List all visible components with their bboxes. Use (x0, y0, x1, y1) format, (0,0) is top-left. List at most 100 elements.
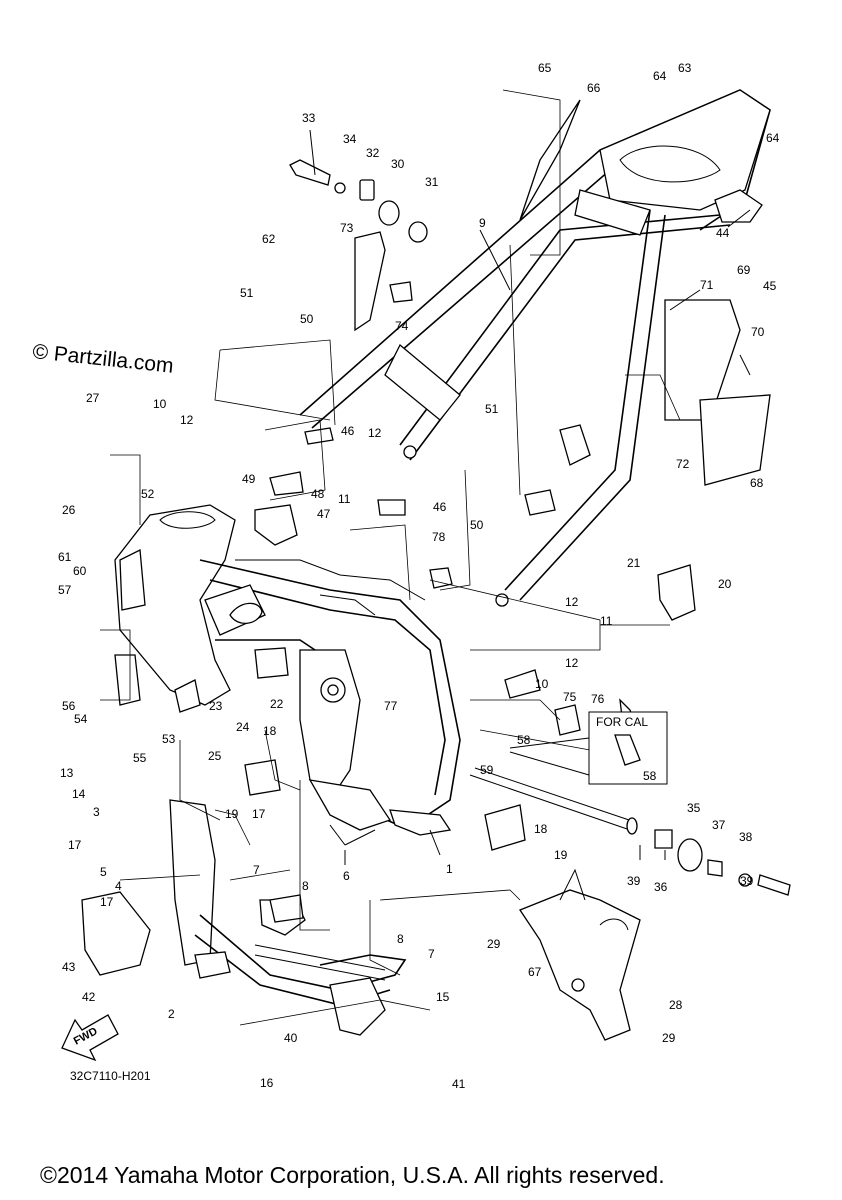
part-callout-57: 57 (58, 583, 72, 597)
part-callout-33: 33 (302, 111, 316, 125)
part-callout-4: 4 (115, 879, 122, 893)
part-callout-34: 34 (343, 132, 357, 146)
part-callout-32: 32 (366, 146, 380, 160)
part-callout-15: 15 (436, 990, 450, 1004)
part-callout-10: 10 (153, 397, 167, 411)
part-callout-6: 6 (343, 869, 350, 883)
part-callout-44: 44 (716, 226, 730, 240)
part-callout-24: 24 (236, 720, 250, 734)
part-callout-60: 60 (73, 564, 87, 578)
part-callout-46: 46 (341, 424, 355, 438)
part-callout-14: 14 (72, 787, 86, 801)
part-callout-12: 12 (565, 595, 579, 609)
part-callout-30: 30 (391, 157, 405, 171)
part-callout-64: 64 (653, 69, 667, 83)
part-callout-42: 42 (82, 990, 96, 1004)
part-callout-29: 29 (662, 1031, 676, 1045)
main-frame-drawing (114, 504, 461, 836)
part-callout-17: 17 (68, 838, 82, 852)
part-callout-3: 3 (93, 805, 100, 819)
part-callout-73: 73 (340, 221, 354, 235)
part-callout-8: 8 (302, 879, 309, 893)
part-callout-51: 51 (240, 286, 254, 300)
part-callout-77: 77 (384, 699, 398, 713)
part-callout-13: 13 (60, 766, 74, 780)
part-callout-23: 23 (209, 699, 223, 713)
part-callout-69: 69 (737, 263, 751, 277)
part-callout-41: 41 (452, 1077, 466, 1091)
part-callout-1: 1 (446, 862, 453, 876)
part-callout-49: 49 (242, 472, 256, 486)
part-callout-40: 40 (284, 1031, 298, 1045)
for-cal-part-number: 58 (643, 769, 657, 783)
part-callout-25: 25 (208, 749, 222, 763)
part-callout-9: 9 (479, 216, 486, 230)
for-cal-box: FOR CAL 58 (509, 711, 668, 785)
part-callout-12: 12 (180, 413, 194, 427)
for-cal-title: FOR CAL (596, 715, 648, 729)
part-callout-21: 21 (627, 556, 641, 570)
part-callout-27: 27 (86, 391, 100, 405)
part-callout-65: 65 (538, 61, 552, 75)
part-callout-61: 61 (58, 550, 72, 564)
part-callout-58: 58 (517, 733, 531, 747)
part-callout-8: 8 (397, 932, 404, 946)
part-callout-45: 45 (763, 279, 777, 293)
part-callout-39: 39 (740, 874, 754, 888)
part-callout-28: 28 (669, 998, 683, 1012)
fwd-arrow: FWD (61, 1014, 119, 1062)
part-callout-71: 71 (700, 278, 714, 292)
diagram-code: 32C7110-H201 (70, 1069, 151, 1083)
part-callout-10: 10 (535, 677, 549, 691)
part-callout-7: 7 (253, 863, 260, 877)
part-callout-26: 26 (62, 503, 76, 517)
part-callout-12: 12 (565, 656, 579, 670)
part-callout-67: 67 (528, 965, 542, 979)
part-callout-62: 62 (262, 232, 276, 246)
part-callout-55: 55 (133, 751, 147, 765)
watermark-text: © Partzilla.com (31, 340, 174, 378)
part-callout-72: 72 (676, 457, 690, 471)
part-callout-54: 54 (74, 712, 88, 726)
hardware-drawing (81, 99, 771, 1036)
part-callout-20: 20 (718, 577, 732, 591)
part-callout-2: 2 (168, 1007, 175, 1021)
part-callout-56: 56 (62, 699, 76, 713)
part-callout-47: 47 (317, 507, 331, 521)
part-callout-53: 53 (162, 732, 176, 746)
part-callout-76: 76 (591, 692, 605, 706)
part-callout-78: 78 (432, 530, 446, 544)
part-callout-66: 66 (587, 81, 601, 95)
part-callout-12: 12 (368, 426, 382, 440)
part-callout-63: 63 (678, 61, 692, 75)
part-callout-11: 11 (600, 614, 613, 628)
part-callout-51: 51 (485, 402, 499, 416)
part-callout-16: 16 (260, 1076, 274, 1090)
part-callout-50: 50 (470, 518, 484, 532)
part-callout-50: 50 (300, 312, 314, 326)
part-callout-31: 31 (425, 175, 439, 189)
part-callout-74: 74 (395, 319, 409, 333)
part-callout-36: 36 (654, 880, 668, 894)
part-callout-38: 38 (739, 830, 753, 844)
part-callout-22: 22 (270, 697, 284, 711)
part-callout-18: 18 (534, 822, 548, 836)
part-callout-11: 11 (338, 492, 351, 506)
pivot-shaft-drawing (469, 767, 791, 896)
part-callout-7: 7 (428, 947, 435, 961)
part-callout-18: 18 (263, 724, 277, 738)
part-callout-70: 70 (751, 325, 765, 339)
rear-bracket-drawing (519, 868, 641, 1041)
part-callout-5: 5 (100, 865, 107, 879)
rear-subframe-drawing (299, 89, 771, 607)
part-callout-43: 43 (62, 960, 76, 974)
part-callout-75: 75 (563, 690, 577, 704)
part-callout-29: 29 (487, 937, 501, 951)
part-callout-35: 35 (687, 801, 701, 815)
part-callout-19: 19 (554, 848, 568, 862)
part-callout-48: 48 (311, 487, 325, 501)
part-callout-17: 17 (100, 895, 114, 909)
part-callout-19: 19 (225, 807, 239, 821)
